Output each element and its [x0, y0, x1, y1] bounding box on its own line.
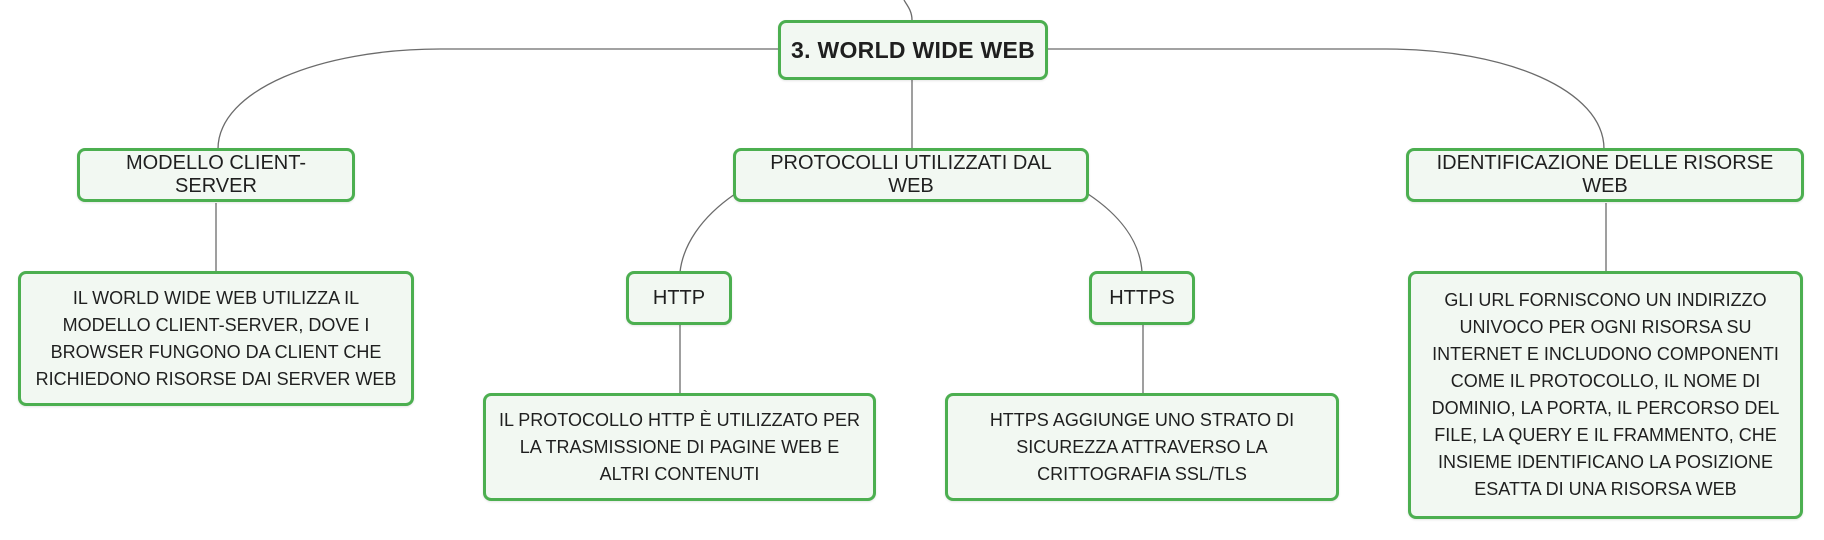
topic-client-server-label: MODELLO CLIENT-SERVER [125, 152, 307, 197]
root-node[interactable]: 3. WORLD WIDE WEB [778, 20, 1048, 80]
topic-http-label: HTTP [652, 286, 706, 309]
root-title: 3. WORLD WIDE WEB [790, 36, 1036, 63]
topic-resources[interactable]: IDENTIFICAZIONE DELLE RISORSE WEB [1406, 148, 1804, 202]
detail-resources[interactable]: GLI URL FORNISCONO UN INDIRIZZO UNIVOCO … [1408, 271, 1803, 519]
detail-http[interactable]: IL PROTOCOLLO HTTP È UTILIZZATO PER LA T… [483, 393, 876, 501]
detail-resources-text: GLI URL FORNISCONO UN INDIRIZZO UNIVOCO … [1431, 290, 1780, 499]
topic-protocols[interactable]: PROTOCOLLI UTILIZZATI DAL WEB [733, 148, 1089, 202]
detail-https[interactable]: HTTPS AGGIUNGE UNO STRATO DI SICUREZZA A… [945, 393, 1339, 501]
topic-resources-label: IDENTIFICAZIONE DELLE RISORSE WEB [1436, 152, 1774, 197]
connector-root-to-client-server [217, 48, 778, 150]
detail-client-server[interactable]: IL WORLD WIDE WEB UTILIZZA IL MODELLO CL… [18, 271, 414, 406]
connector-root-to-parent [903, 0, 913, 21]
detail-http-text: IL PROTOCOLLO HTTP È UTILIZZATO PER LA T… [498, 409, 861, 484]
topic-https-label: HTTPS [1109, 286, 1175, 309]
detail-https-text: HTTPS AGGIUNGE UNO STRATO DI SICUREZZA A… [989, 409, 1295, 484]
topic-protocols-label: PROTOCOLLI UTILIZZATI DAL WEB [770, 152, 1052, 197]
topic-https[interactable]: HTTPS [1089, 271, 1195, 325]
topic-client-server[interactable]: MODELLO CLIENT-SERVER [77, 148, 355, 202]
topic-http[interactable]: HTTP [626, 271, 732, 325]
connector-protocols-to-https [1087, 193, 1143, 273]
connector-root-to-resources [1048, 48, 1605, 150]
detail-client-server-text: IL WORLD WIDE WEB UTILIZZA IL MODELLO CL… [35, 287, 397, 389]
connector-protocols-to-http [679, 193, 736, 273]
